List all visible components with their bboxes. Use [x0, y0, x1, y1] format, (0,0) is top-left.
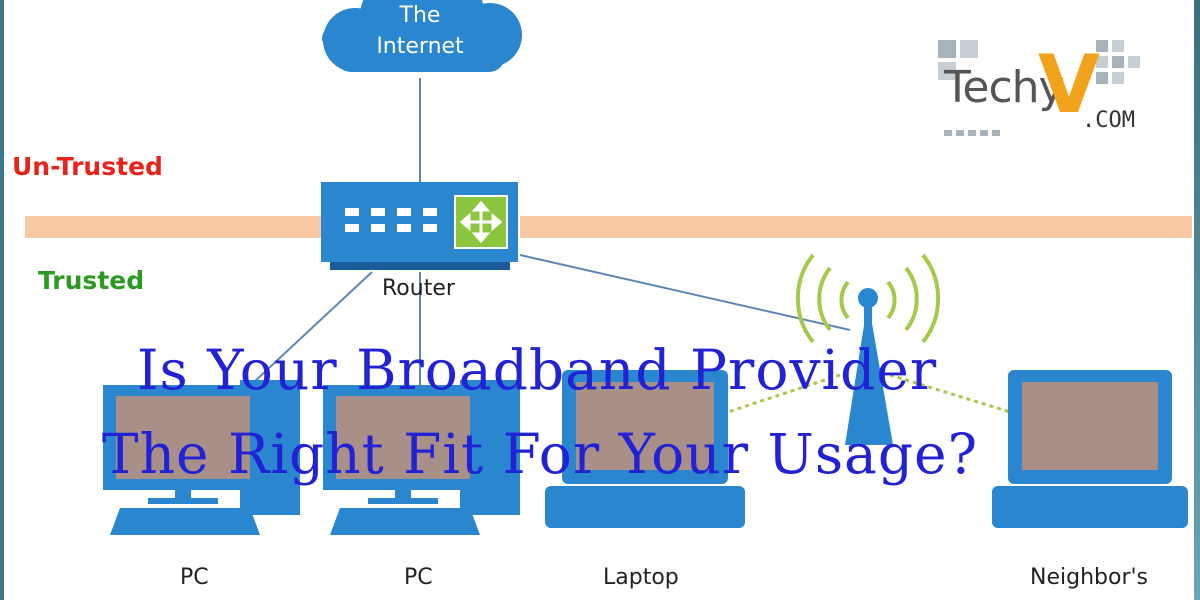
trust-boundary-band-left	[25, 216, 321, 238]
cloud-label-line1: The	[399, 3, 441, 28]
wifi-neighbor-link	[889, 373, 1011, 414]
neighbor-laptop-label: Neighbor's	[1030, 565, 1148, 590]
trust-boundary-band-right	[520, 216, 1192, 238]
router-base	[330, 262, 510, 270]
logo-domain: .COM	[1082, 108, 1135, 133]
internet-cloud-label: The Internet	[340, 0, 500, 62]
pc-2-label: PC	[404, 565, 433, 590]
headline-line-2: The Right Fit For Your Usage?	[101, 422, 979, 486]
left-border	[0, 0, 4, 600]
laptop-label: Laptop	[603, 565, 679, 590]
router-label: Router	[382, 276, 455, 301]
logo-v-mark: V	[1038, 38, 1100, 131]
trusted-zone-label: Trusted	[38, 266, 145, 295]
cloud-label-line2: Internet	[376, 34, 464, 59]
internet-cloud-icon	[322, 0, 522, 72]
untrusted-zone-label: Un-Trusted	[12, 152, 163, 181]
wifi-laptop-link	[727, 373, 841, 414]
laptop-icon	[545, 370, 745, 528]
pc-2-icon	[323, 380, 520, 535]
pc-1-icon	[103, 380, 300, 535]
wireless-access-point-icon	[795, 253, 941, 445]
router-arrows-icon	[454, 195, 508, 249]
router-pc1-link	[239, 271, 373, 396]
headline-line-1: Is Your Broadband Provider	[136, 338, 938, 402]
logo-wordmark: Techy	[944, 62, 1065, 113]
router-access-point-link	[519, 254, 851, 331]
techyv-logo	[936, 34, 1146, 149]
pc-1-label: PC	[180, 565, 209, 590]
neighbor-laptop-icon	[992, 370, 1188, 528]
right-border	[1194, 0, 1200, 600]
